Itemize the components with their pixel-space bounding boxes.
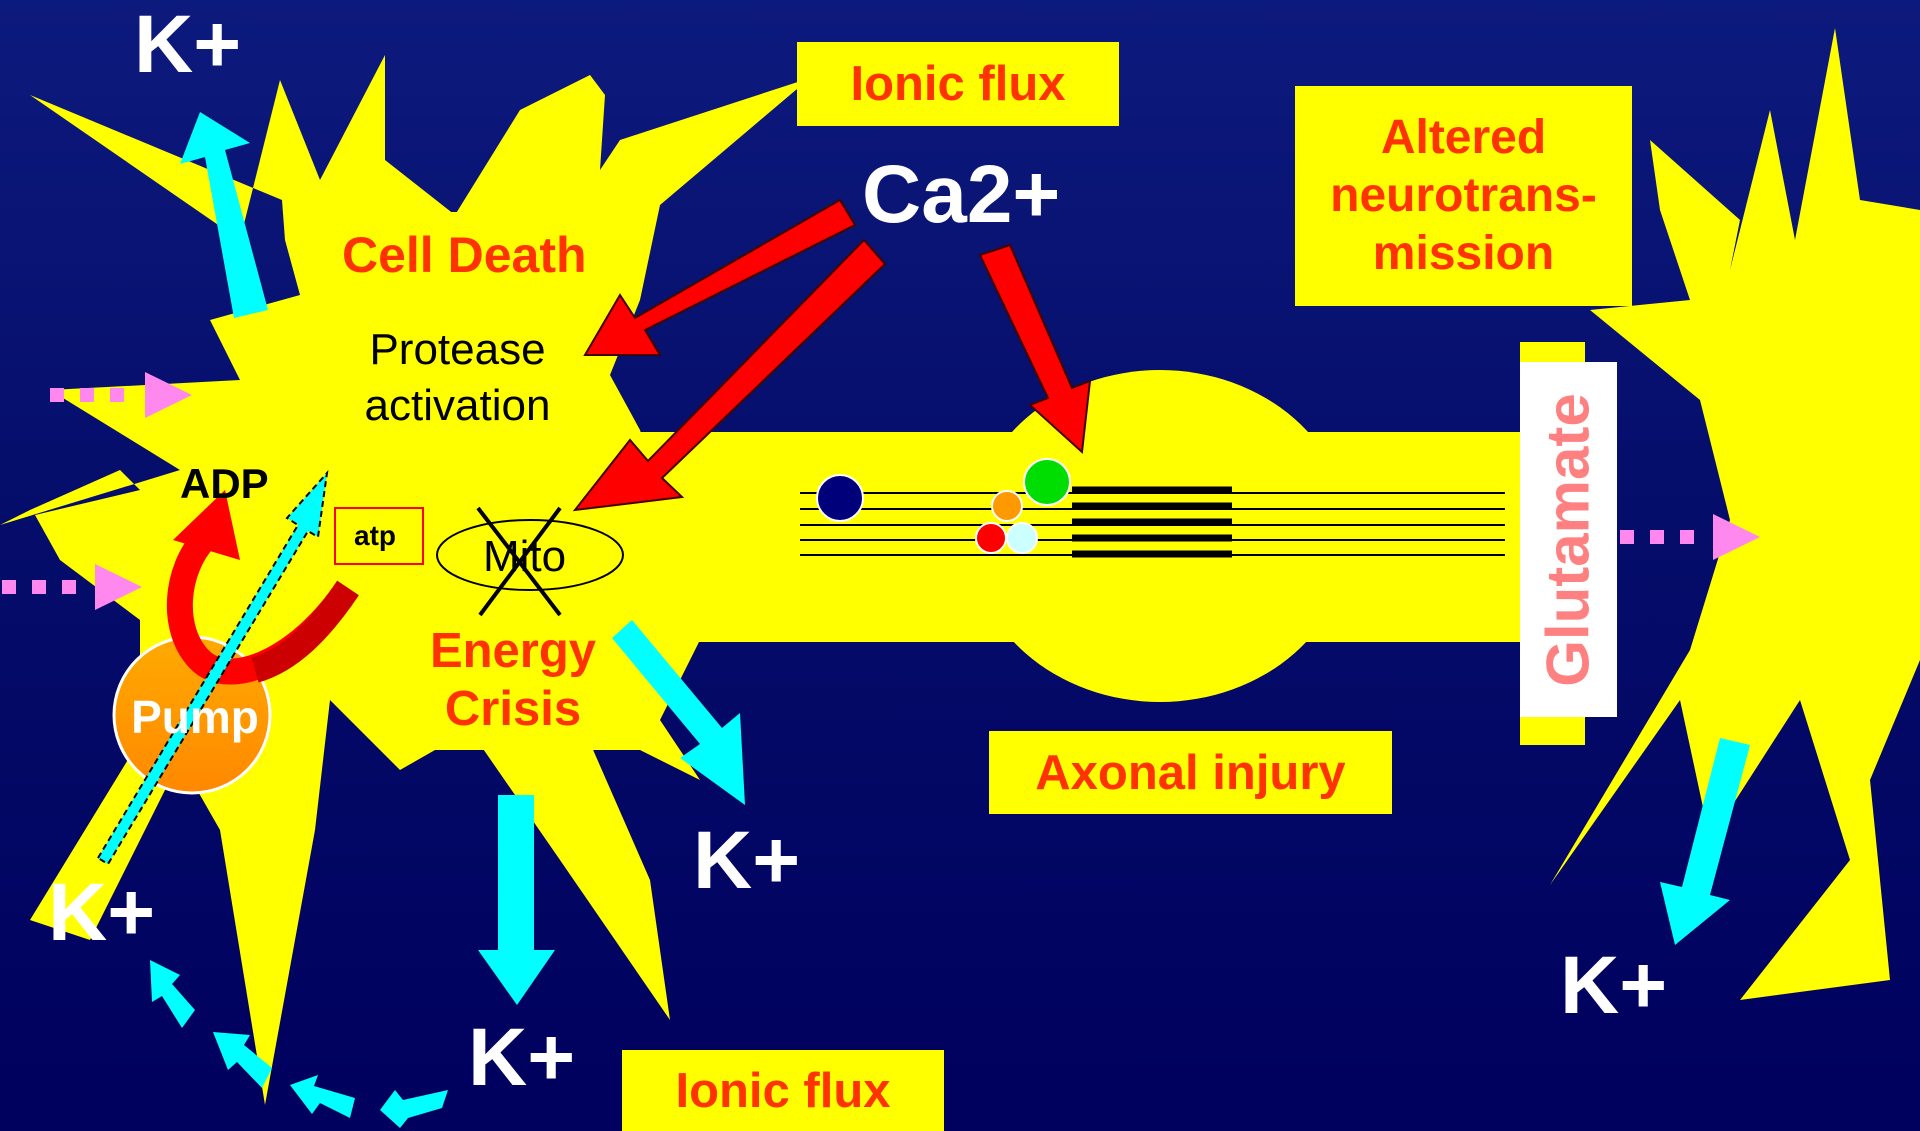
ionic-flux-top-text: Ionic flux — [850, 56, 1065, 112]
protease-line-1: Protease — [355, 322, 560, 378]
ionic-flux-top-label: Ionic flux — [797, 42, 1119, 126]
energy-line-1: Energy — [418, 622, 608, 680]
protease-label: Protease activation — [355, 322, 560, 434]
green-dot — [1024, 459, 1070, 505]
axonal-injury-label: Axonal injury — [989, 731, 1392, 814]
axonal-injury-text: Axonal injury — [1035, 745, 1345, 801]
blue-dot — [817, 475, 863, 521]
k-return-arrows — [150, 960, 448, 1128]
k-plus-bottom: K+ — [468, 1017, 575, 1099]
energy-crisis-label: Energy Crisis — [418, 622, 608, 738]
red-dot — [976, 523, 1006, 553]
adp-label: ADP — [180, 460, 269, 508]
k-plus-right: K+ — [1560, 945, 1667, 1027]
altered-neurotransmission-label: Altered neurotrans- mission — [1295, 86, 1632, 306]
k-plus-left: K+ — [48, 872, 155, 954]
cell-death-label: Cell Death — [342, 226, 587, 284]
energy-line-2: Crisis — [418, 680, 608, 738]
orange-dot — [992, 491, 1022, 521]
pump-label: Pump — [120, 690, 270, 744]
atp-label: atp — [354, 520, 396, 552]
ionic-flux-bottom-text: Ionic flux — [675, 1063, 890, 1119]
altered-line-3: mission — [1373, 225, 1554, 283]
glutamate-label: Glutamate — [1534, 393, 1603, 686]
k-plus-middle: K+ — [693, 820, 800, 902]
k-arrow-top-left — [180, 112, 268, 318]
lightblue-dot — [1007, 523, 1037, 553]
altered-line-1: Altered — [1381, 109, 1546, 167]
ca-label: Ca2+ — [862, 148, 1060, 242]
protease-line-2: activation — [355, 378, 560, 434]
ionic-flux-bottom-label: Ionic flux — [622, 1050, 944, 1131]
k-plus-top-left: K+ — [134, 4, 241, 86]
mito-label: Mito — [483, 532, 566, 582]
altered-line-2: neurotrans- — [1330, 167, 1597, 225]
